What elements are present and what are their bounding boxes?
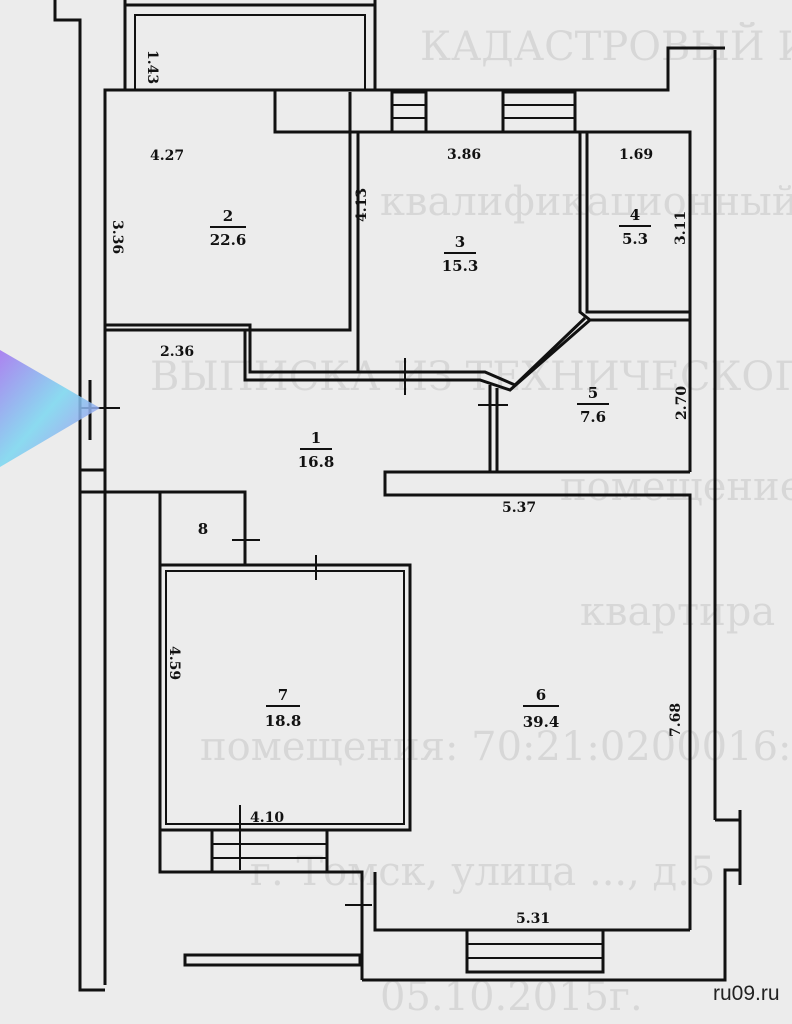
svg-text:7.68: 7.68 bbox=[668, 703, 684, 737]
svg-text:7: 7 bbox=[278, 686, 288, 704]
svg-text:1: 1 bbox=[311, 429, 321, 447]
room-7: 718.8 bbox=[265, 686, 302, 730]
room-8: 8 bbox=[198, 520, 208, 538]
svg-text:16.8: 16.8 bbox=[298, 453, 335, 471]
svg-text:15.3: 15.3 bbox=[442, 257, 479, 275]
balcony bbox=[123, 3, 377, 92]
svg-text:5.3: 5.3 bbox=[622, 230, 648, 248]
svg-text:1.43: 1.43 bbox=[144, 50, 160, 84]
svg-text:2.70: 2.70 bbox=[674, 386, 690, 420]
svg-text:2: 2 bbox=[223, 207, 233, 225]
svg-text:4.10: 4.10 bbox=[250, 810, 284, 826]
svg-text:4.59: 4.59 bbox=[166, 646, 182, 680]
room-6: 639.4 bbox=[523, 686, 560, 731]
window bbox=[210, 805, 329, 874]
bg-text: КАДАСТРОВЫЙ ИНЖЕНЕР bbox=[420, 22, 792, 70]
pointer-cursor-icon bbox=[0, 350, 100, 467]
room-3: 315.3 bbox=[442, 233, 479, 275]
dimensions: 1.43 4.27 3.36 4.13 3.86 1.69 3.11 2.36 … bbox=[109, 50, 690, 927]
room-5: 57.6 bbox=[577, 384, 609, 426]
bg-text: 05.10.2015г. bbox=[380, 974, 643, 1020]
bg-text: ВЫПИСКА ИЗ ТЕХНИЧЕСКОГО ПЛАНА bbox=[150, 354, 792, 400]
svg-text:18.8: 18.8 bbox=[265, 712, 302, 730]
room-2: 222.6 bbox=[210, 207, 247, 249]
bg-text: помещения: 70:21:0200016:8603 bbox=[200, 724, 792, 770]
watermark: ru09.ru bbox=[713, 982, 780, 1005]
svg-text:5.37: 5.37 bbox=[502, 500, 536, 516]
svg-text:7.6: 7.6 bbox=[580, 408, 606, 426]
room-labels: 116.8 222.6 315.3 45.3 57.6 639.4 718.8 … bbox=[198, 206, 651, 731]
svg-text:3.36: 3.36 bbox=[109, 220, 125, 254]
svg-text:6: 6 bbox=[536, 686, 546, 704]
svg-text:8: 8 bbox=[198, 520, 208, 538]
svg-text:39.4: 39.4 bbox=[523, 713, 560, 731]
svg-text:4.13: 4.13 bbox=[354, 188, 370, 222]
bg-text: квартира bbox=[580, 589, 775, 635]
svg-text:3.86: 3.86 bbox=[447, 147, 481, 163]
window bbox=[501, 90, 577, 134]
background-document-text: КАДАСТРОВЫЙ ИНЖЕНЕР квалификационный атт… bbox=[150, 22, 792, 1020]
svg-text:4: 4 bbox=[630, 206, 640, 224]
window bbox=[465, 928, 605, 974]
svg-text:3.11: 3.11 bbox=[673, 211, 689, 245]
room-1: 116.8 bbox=[298, 429, 335, 471]
svg-text:5: 5 bbox=[588, 384, 598, 402]
svg-text:22.6: 22.6 bbox=[210, 231, 247, 249]
svg-text:5.31: 5.31 bbox=[516, 911, 550, 927]
svg-text:4.27: 4.27 bbox=[150, 148, 184, 164]
svg-text:2.36: 2.36 bbox=[160, 344, 194, 360]
room-4: 45.3 bbox=[619, 206, 651, 248]
window bbox=[390, 90, 428, 134]
svg-text:3: 3 bbox=[455, 233, 465, 251]
svg-text:1.69: 1.69 bbox=[619, 147, 653, 163]
